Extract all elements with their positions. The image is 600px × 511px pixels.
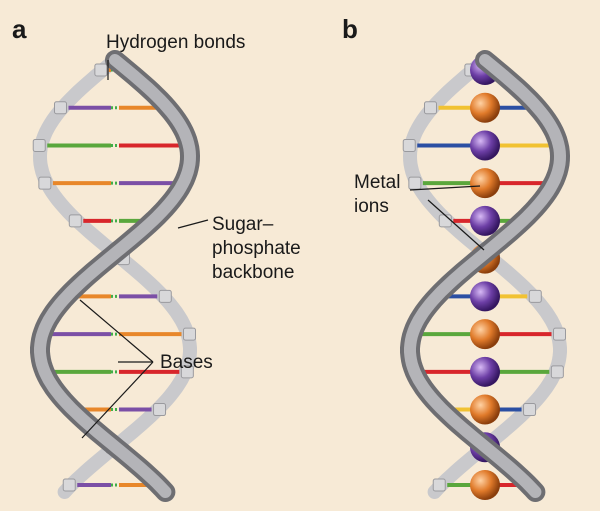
sugar-unit (158, 289, 172, 303)
label-bases: Bases (160, 352, 213, 373)
sugar-unit (402, 138, 416, 152)
base-pair (38, 176, 192, 190)
label-hydrogen-bonds: Hydrogen bonds (106, 32, 246, 53)
leader-metal-1 (409, 185, 481, 191)
backbone-strand-front (34, 54, 197, 498)
sugar-unit (408, 176, 422, 190)
metal-ion (470, 470, 500, 500)
metal-ion (470, 356, 500, 387)
sugar-unit (38, 176, 52, 190)
sugar-unit (32, 138, 46, 152)
sugar-unit (62, 478, 76, 492)
sugar-unit (68, 214, 82, 228)
sugar-unit (550, 365, 564, 379)
helix-a (30, 50, 201, 502)
metal-ion (470, 281, 500, 312)
backbone-strand-front-edge (400, 50, 571, 502)
leader-bases-lower (81, 361, 154, 439)
sugar-unit (183, 327, 197, 341)
sugar-unit (523, 403, 537, 417)
sugar-unit (432, 478, 446, 492)
label-metal-line2: ions (354, 196, 389, 217)
base-pair (32, 138, 198, 152)
label-metal-line1: Metal (354, 172, 401, 193)
metal-ion (470, 168, 500, 199)
leader-bases-upper (79, 299, 154, 363)
backbone-strand-front-edge (30, 50, 201, 502)
sugar-unit (53, 101, 67, 115)
metal-ion (470, 394, 500, 425)
sugar-unit (528, 289, 542, 303)
label-backbone-line2: phosphate (212, 238, 301, 259)
sugar-unit (180, 365, 194, 379)
helix-b (400, 50, 571, 502)
leader-backbone (177, 219, 209, 229)
label-leader-lines (79, 60, 485, 439)
backbone-strand-back (402, 53, 567, 499)
sugar-unit (423, 101, 437, 115)
sugar-unit (438, 214, 452, 228)
backbone-strand-back (32, 53, 197, 499)
sugar-unit (153, 403, 167, 417)
metal-ion (470, 205, 500, 236)
backbone-strand-front (404, 54, 567, 498)
sugar-unit (94, 63, 108, 77)
metal-ion (470, 319, 500, 350)
panel-letter-a: a (12, 14, 27, 44)
panel-letter-b: b (342, 14, 358, 44)
label-backbone-line1: Sugar– (212, 214, 274, 235)
metal-ion (470, 130, 500, 161)
leader-metal-2 (427, 199, 485, 251)
metal-ion (470, 92, 500, 123)
label-backbone-line3: backbone (212, 262, 295, 283)
sugar-unit (553, 327, 567, 341)
